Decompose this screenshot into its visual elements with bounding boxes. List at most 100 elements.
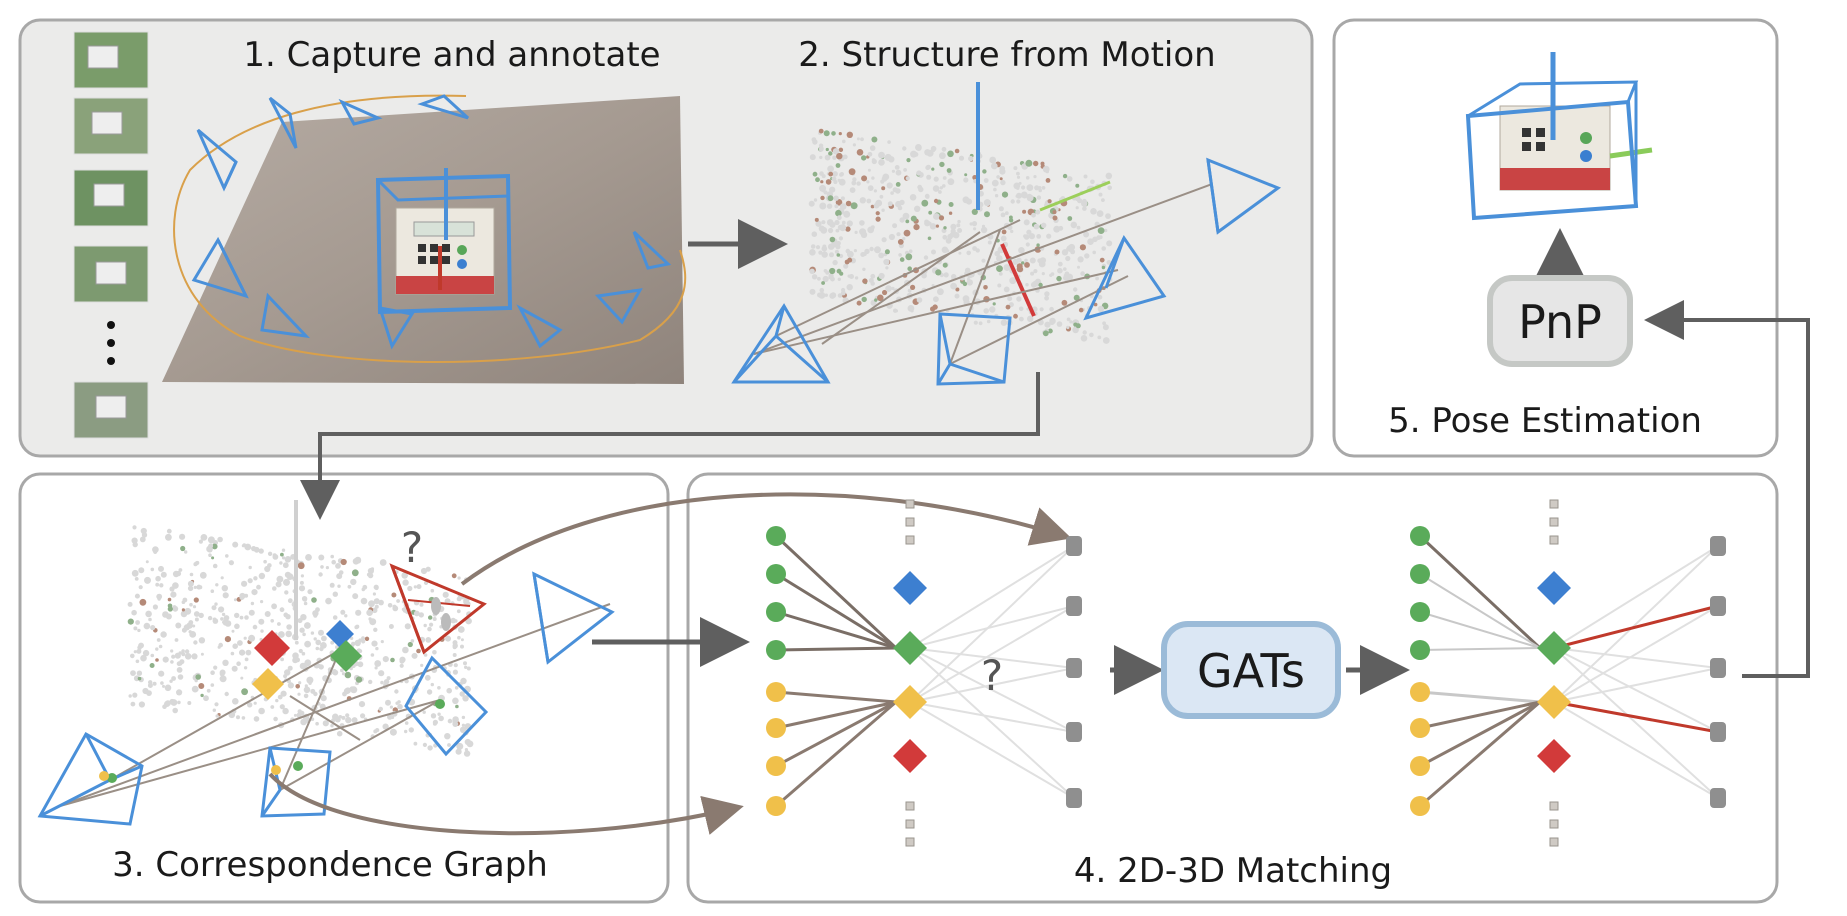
cloud-point <box>1025 242 1030 247</box>
cloud-point <box>861 175 868 182</box>
cloud-point <box>1063 267 1067 271</box>
cloud-point <box>870 273 876 279</box>
cloud-point <box>455 704 459 709</box>
cloud-point <box>457 576 461 580</box>
cloud-point <box>902 146 907 151</box>
cloud-point <box>854 276 859 280</box>
cloud-point <box>164 700 171 707</box>
cloud-point <box>1057 267 1063 274</box>
descriptor-node <box>1710 596 1726 616</box>
cloud-point <box>452 669 458 675</box>
cloud-point <box>298 648 303 654</box>
cloud-point <box>272 586 277 591</box>
cloud-point <box>247 578 253 584</box>
arrow-sfm-to-graph <box>300 372 1040 520</box>
cloud-point <box>399 656 406 663</box>
cloud-point <box>273 716 278 722</box>
cloud-point <box>830 292 837 299</box>
cloud-point <box>138 701 145 708</box>
cloud-point <box>158 670 165 677</box>
edge <box>1553 700 1719 734</box>
cloud-point <box>860 137 864 142</box>
cloud-point <box>929 223 937 230</box>
cloud-point <box>140 654 147 662</box>
cloud-point <box>282 562 289 569</box>
cloud-point <box>364 636 370 641</box>
point-marker-yellow <box>252 668 284 700</box>
cloud-point <box>820 180 824 184</box>
cloud-point <box>210 670 215 675</box>
cloud-point <box>404 729 408 734</box>
cloud-point <box>341 672 346 676</box>
cloud-point <box>1089 332 1094 338</box>
cloud-point <box>964 267 971 274</box>
edge <box>1553 545 1719 649</box>
cloud-point <box>924 193 930 199</box>
cloud-point <box>1042 165 1050 173</box>
cloud-point <box>1102 324 1109 331</box>
cloud-point <box>822 275 829 283</box>
cloud-point <box>1021 185 1026 190</box>
cloud-point <box>219 669 226 676</box>
cloud-point <box>996 265 1003 272</box>
ellipsis-dot <box>905 517 915 527</box>
cloud-point <box>1063 275 1068 281</box>
cloud-point <box>827 195 834 202</box>
cloud-point <box>134 593 140 599</box>
cloud-point <box>231 629 235 633</box>
cloud-point <box>820 195 825 201</box>
cloud-point <box>825 179 832 185</box>
cloud-point <box>1033 160 1039 167</box>
cloud-point <box>181 600 186 604</box>
cloud-point <box>1066 325 1070 330</box>
cloud-point <box>193 597 199 603</box>
cloud-point <box>408 727 414 733</box>
cloud-point <box>828 171 834 177</box>
cloud-point <box>839 203 847 210</box>
cloud-point <box>950 282 957 290</box>
cloud-point <box>212 617 217 622</box>
cloud-point <box>958 155 965 161</box>
cloud-point <box>883 258 890 266</box>
cloud-point <box>345 713 350 718</box>
cloud-point <box>380 680 384 685</box>
cloud-point <box>270 619 275 623</box>
cloud-point <box>174 638 179 642</box>
cloud-point <box>840 196 845 201</box>
cloud-point <box>1075 183 1080 188</box>
cloud-point <box>148 680 153 685</box>
edge <box>1419 690 1541 704</box>
cloud-point <box>829 267 836 275</box>
cloud-point <box>933 213 940 220</box>
cloud-point <box>821 251 828 258</box>
cloud-point <box>939 186 943 190</box>
cloud-point <box>958 251 962 255</box>
cloud-point <box>303 686 311 694</box>
cloud-point <box>139 536 146 543</box>
cloud-point <box>127 618 134 625</box>
cloud-point <box>372 592 376 596</box>
cloud-point <box>878 151 885 159</box>
cloud-point <box>905 219 910 224</box>
keypoint-2d <box>766 602 786 622</box>
cloud-point <box>338 715 342 719</box>
cloud-point <box>404 623 411 630</box>
cloud-point <box>258 618 265 625</box>
cloud-point <box>150 653 155 658</box>
cloud-point <box>392 604 397 609</box>
cloud-point <box>867 168 871 172</box>
cloud-point <box>1018 247 1025 254</box>
cloud-point <box>1036 243 1040 247</box>
cloud-point <box>432 721 437 726</box>
cloud-point <box>835 199 843 206</box>
cloud-point <box>1033 223 1040 230</box>
descriptor-node <box>1066 536 1082 556</box>
point-3d <box>893 685 927 719</box>
cloud-point <box>921 199 929 207</box>
cloud-point <box>923 255 929 260</box>
cloud-point <box>849 274 854 279</box>
cloud-point <box>925 165 931 171</box>
cloud-point <box>992 302 996 306</box>
cloud-point <box>1106 240 1113 247</box>
cloud-point <box>278 631 285 638</box>
